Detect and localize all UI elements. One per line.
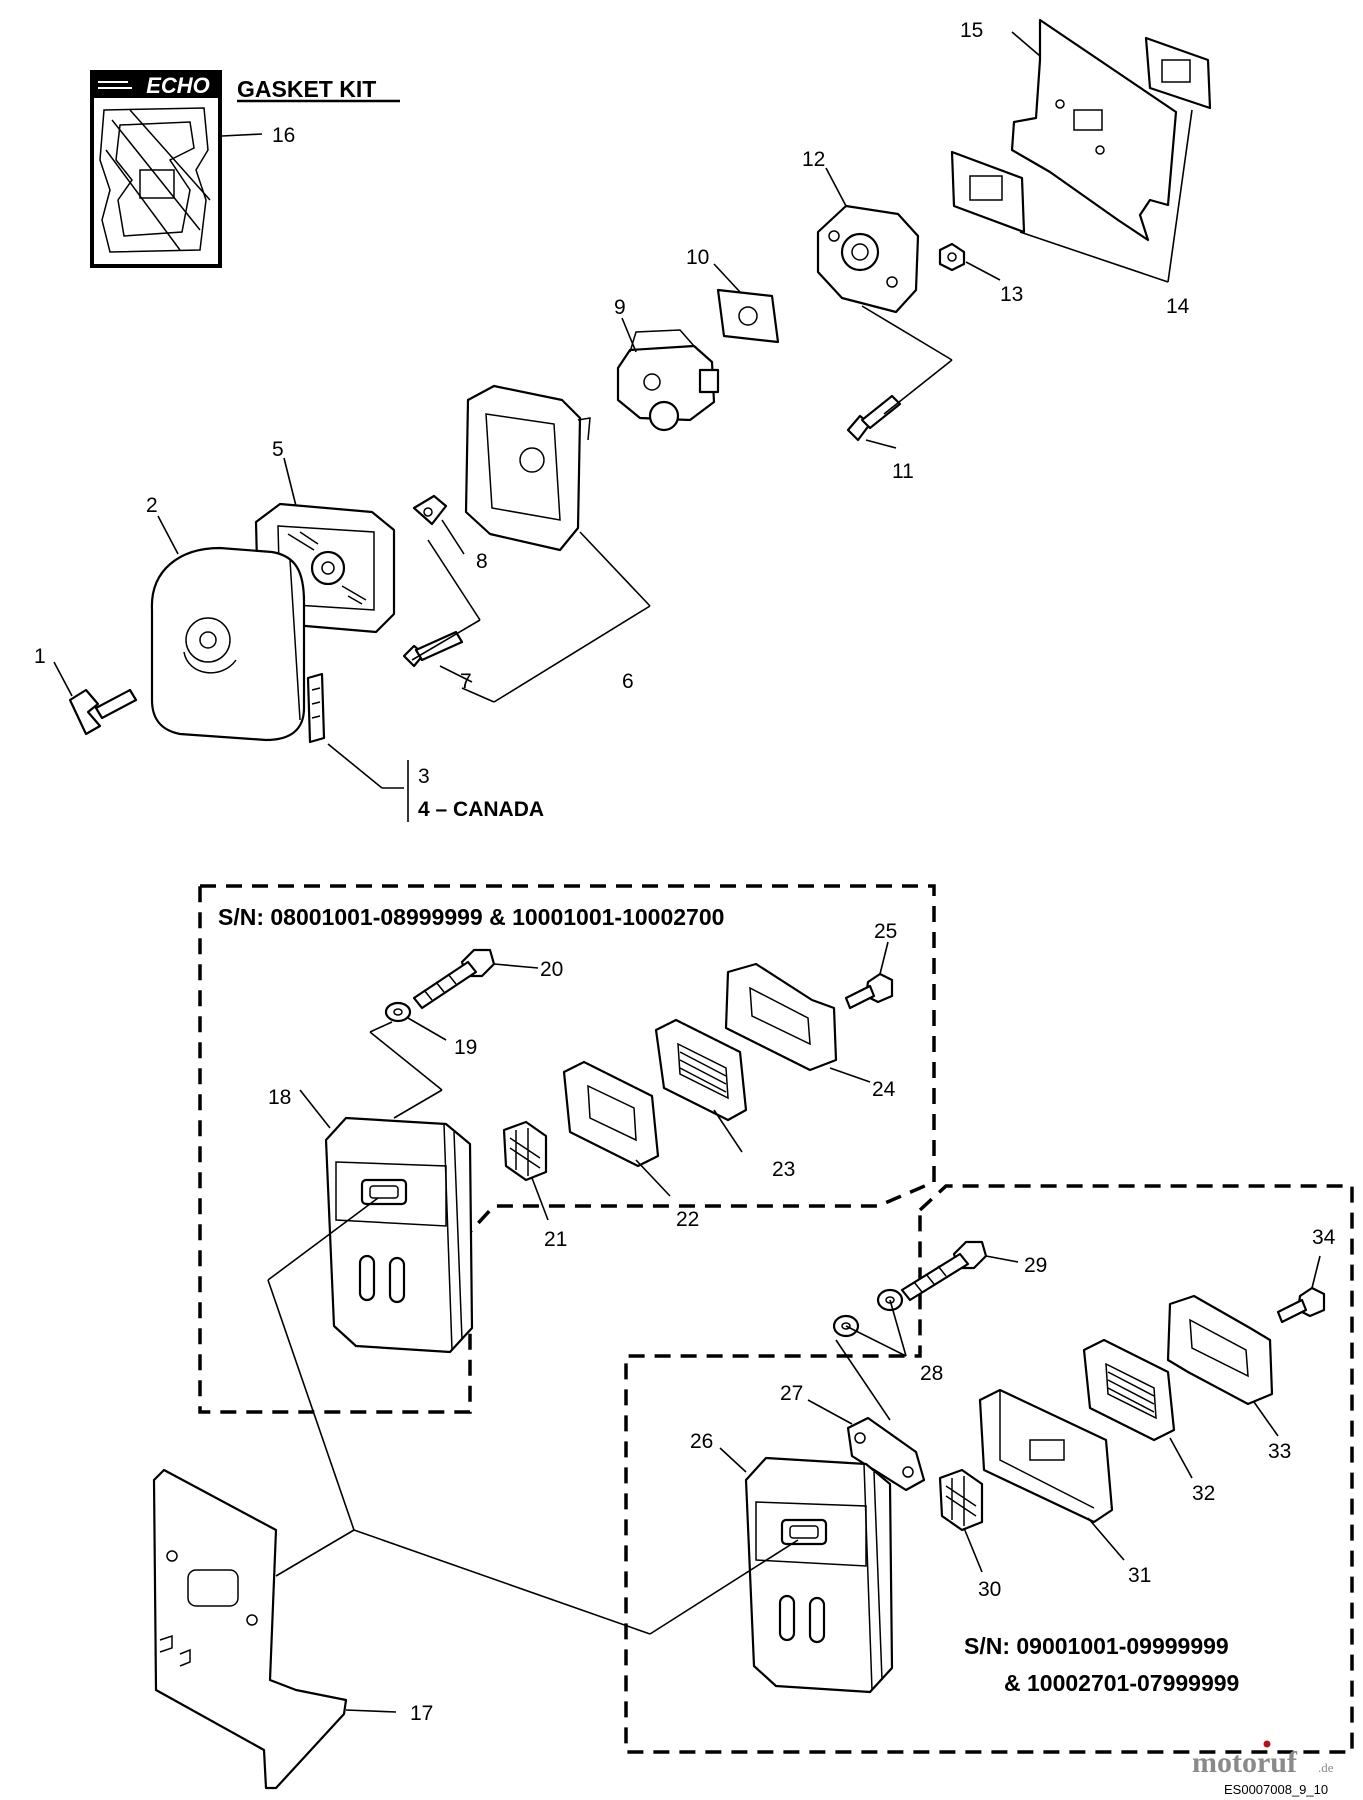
part-32-plate — [1082, 1338, 1176, 1442]
part-17-base-plate — [152, 1468, 348, 1790]
part-14-gasket-lower — [950, 150, 1026, 234]
part-19-washer — [384, 1001, 412, 1023]
leader-lines-group-b — [719, 1255, 1321, 1573]
part-33-gasket — [1166, 1294, 1274, 1406]
gasket-kit-package: ECHO — [90, 70, 222, 268]
leader-lines-top — [53, 31, 1193, 822]
label-part-33: 33 — [1268, 1440, 1291, 1463]
footer-watermark: motoruf .de ES0007008_9_10 — [1192, 1740, 1334, 1797]
label-part-32: 32 — [1192, 1482, 1215, 1505]
label-part-8: 8 — [476, 550, 488, 573]
part-1-wing-bolt — [68, 688, 138, 736]
part-11-screw — [846, 394, 902, 442]
label-part-6: 6 — [622, 670, 634, 693]
label-part-15: 15 — [960, 19, 983, 42]
label-part-28: 28 — [920, 1362, 943, 1385]
label-part-16: 16 — [272, 124, 295, 147]
part-21-spark-arrester-screen — [502, 1120, 548, 1182]
part-31-exhaust-deflector — [978, 1388, 1114, 1524]
label-part-14: 14 — [1166, 295, 1190, 318]
leader-lines-shared — [267, 1197, 799, 1713]
part-8-bracket — [412, 494, 448, 526]
label-part-4-canada: 4 – CANADA — [418, 798, 544, 821]
label-part-11: 11 — [892, 460, 914, 483]
label-part-22: 22 — [676, 1208, 699, 1231]
serial-group-b-boundary — [624, 1184, 1354, 1754]
part-28-washers — [832, 1288, 904, 1338]
serial-range-group-b-line1: S/N: 09001001-09999999 — [964, 1633, 1229, 1659]
label-part-2: 2 — [146, 494, 158, 517]
part-30-spark-arrester-screen — [938, 1468, 984, 1532]
label-part-23: 23 — [772, 1158, 795, 1181]
label-part-25: 25 — [874, 920, 897, 943]
part-6-air-cleaner-base — [464, 384, 591, 552]
label-part-21: 21 — [544, 1228, 567, 1251]
part-10-carburetor-gasket — [716, 288, 780, 344]
part-12-insulator — [816, 204, 920, 314]
part-29-bolt — [900, 1240, 988, 1302]
part-22-gasket — [562, 1060, 660, 1168]
label-part-19: 19 — [454, 1036, 477, 1059]
part-23-plate — [654, 1018, 748, 1122]
echo-logo-text: ECHO — [146, 73, 210, 98]
label-part-1: 1 — [34, 645, 46, 668]
serial-group-a-boundary — [198, 884, 936, 1414]
label-part-13: 13 — [1000, 283, 1023, 306]
label-part-34: 34 — [1312, 1226, 1336, 1249]
label-part-3: 3 — [418, 765, 430, 788]
part-14-gasket-upper — [1144, 36, 1212, 110]
part-18-muffler — [324, 1116, 474, 1354]
label-part-7: 7 — [460, 670, 472, 693]
label-part-5: 5 — [272, 438, 284, 461]
part-20-bolt — [412, 948, 496, 1010]
part-7-screw — [402, 630, 464, 668]
part-27-plate — [846, 1416, 926, 1492]
leader-lines-group-a — [299, 941, 889, 1221]
label-part-12: 12 — [802, 148, 825, 171]
label-part-9: 9 — [614, 296, 626, 319]
label-part-10: 10 — [686, 246, 709, 269]
label-part-26: 26 — [690, 1430, 713, 1453]
part-2-air-cleaner-cover — [150, 546, 306, 742]
label-part-20: 20 — [540, 958, 563, 981]
label-part-30: 30 — [978, 1578, 1001, 1601]
part-34-bolt — [1276, 1286, 1326, 1324]
serial-range-group-a: S/N: 08001001-08999999 & 10001001-100027… — [218, 904, 724, 930]
watermark-suffix: .de — [1318, 1760, 1334, 1775]
label-part-27: 27 — [780, 1382, 803, 1405]
part-15-heat-shield — [1010, 18, 1178, 242]
part-24-gasket — [724, 962, 838, 1072]
part-13-nut — [938, 242, 966, 272]
gasket-kit-title: GASKET KIT — [237, 76, 376, 102]
label-part-18: 18 — [268, 1086, 291, 1109]
label-part-24: 24 — [872, 1078, 896, 1101]
part-26-muffler — [744, 1456, 894, 1694]
label-part-29: 29 — [1024, 1254, 1047, 1277]
watermark-main: motoruf — [1192, 1746, 1298, 1779]
diagram-code: ES0007008_9_10 — [1224, 1782, 1328, 1797]
serial-range-group-b-line2: & 10002701-07999999 — [1004, 1670, 1239, 1696]
part-3-4-label — [306, 672, 326, 744]
label-part-31: 31 — [1128, 1564, 1151, 1587]
part-9-carburetor — [616, 329, 720, 432]
part-25-bolt — [844, 972, 894, 1010]
label-part-17: 17 — [410, 1702, 433, 1725]
